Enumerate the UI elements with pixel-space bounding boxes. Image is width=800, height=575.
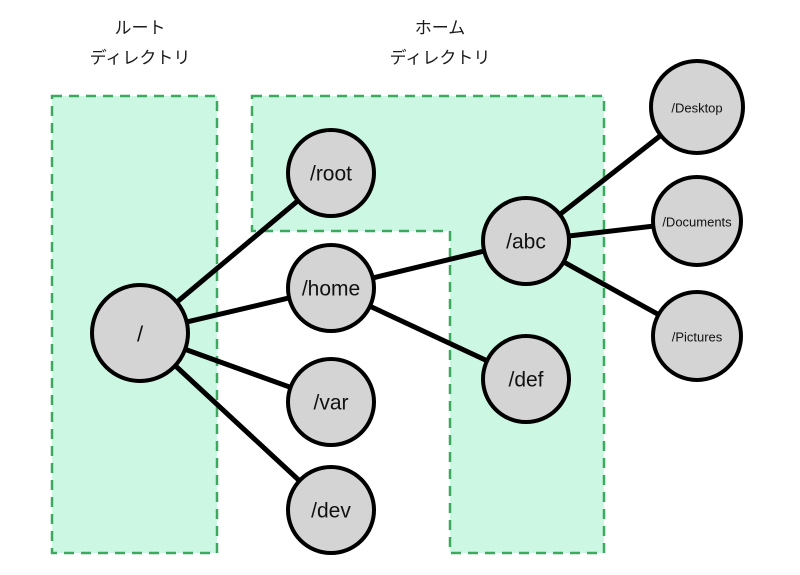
- node-home[interactable]: /home: [286, 243, 376, 333]
- node-label-def: /def: [508, 369, 543, 392]
- node-documents[interactable]: /Documents: [651, 175, 743, 267]
- node-label-dev: /dev: [311, 500, 351, 523]
- edges-layer: [172, 132, 664, 484]
- edge-abc-to-desktop: [556, 132, 664, 218]
- node-circle-var[interactable]: [286, 357, 376, 447]
- nodes-layer: / /root/home/var/dev/abc/def/Desktop/Docu…: [90, 59, 745, 555]
- node-circle-abc[interactable]: [481, 196, 571, 286]
- node-abc[interactable]: /abc: [481, 196, 571, 286]
- edge-root-to-var: [182, 346, 294, 391]
- edge-abc-to-documents: [566, 223, 656, 239]
- node-label-root: /: [137, 322, 144, 347]
- node-circle-pictures[interactable]: [651, 290, 743, 382]
- node-label-pictures: /Pictures: [672, 330, 723, 345]
- edge-root-to-root-dir: [173, 197, 302, 306]
- node-label-var: /var: [313, 392, 348, 415]
- node-circle-home[interactable]: [286, 243, 376, 333]
- node-pictures[interactable]: /Pictures: [651, 290, 743, 382]
- node-def[interactable]: /def: [481, 334, 571, 424]
- edge-home-to-abc: [370, 248, 487, 281]
- node-label-root-dir: /root: [310, 163, 352, 186]
- edge-root-to-dev: [172, 362, 303, 484]
- node-label-documents: /Documents: [662, 215, 732, 230]
- root-directory-caption-line1: ルート: [115, 19, 166, 38]
- node-circle-desktop[interactable]: [649, 59, 745, 155]
- home-directory-caption-line2: ディレクトリ: [390, 48, 491, 68]
- node-label-desktop: /Desktop: [671, 101, 722, 116]
- edge-root-to-home: [184, 294, 292, 325]
- node-circle-root[interactable]: [90, 283, 190, 383]
- node-circle-documents[interactable]: [651, 175, 743, 267]
- node-dev[interactable]: /dev: [286, 465, 376, 555]
- home-directory-caption-line1: ホーム: [415, 19, 466, 38]
- node-circle-def[interactable]: [481, 334, 571, 424]
- node-root-dir[interactable]: /root: [286, 128, 376, 218]
- node-desktop[interactable]: /Desktop: [649, 59, 745, 155]
- node-label-abc: /abc: [506, 231, 546, 254]
- node-circle-dev[interactable]: [286, 465, 376, 555]
- root-directory-caption-line2: ディレクトリ: [90, 48, 191, 68]
- node-label-home: /home: [302, 278, 360, 301]
- node-var[interactable]: /var: [286, 357, 376, 447]
- edge-home-to-def: [367, 303, 490, 364]
- edge-abc-to-pictures: [560, 258, 662, 318]
- node-circle-root-dir[interactable]: [286, 128, 376, 218]
- node-root[interactable]: /: [90, 283, 190, 383]
